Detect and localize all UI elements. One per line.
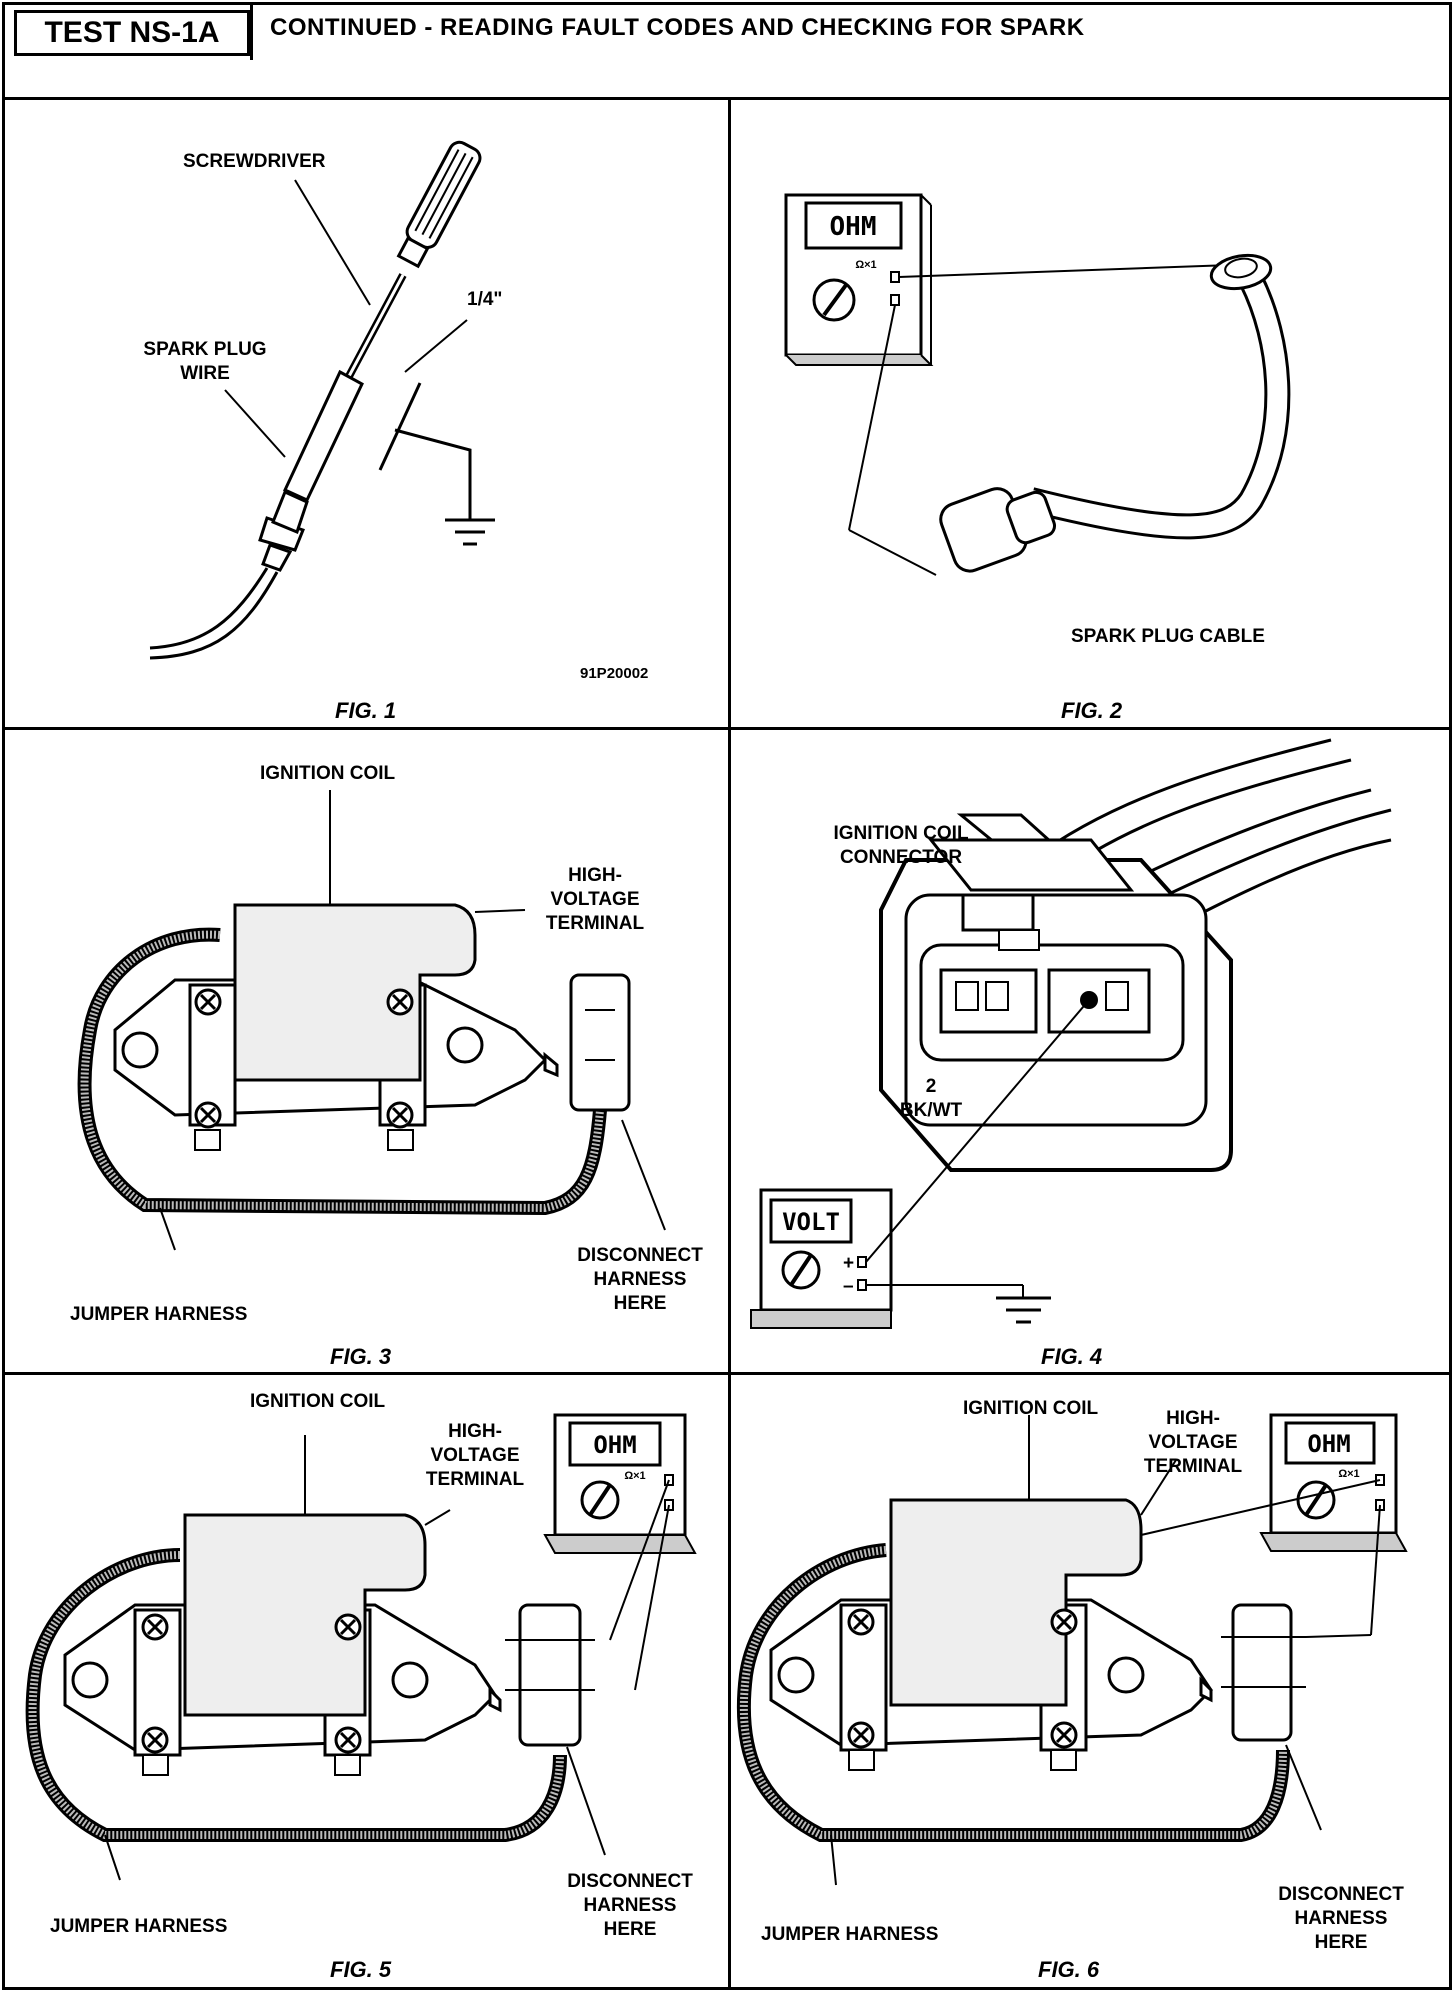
fig2-caption: FIG. 2: [1061, 698, 1123, 723]
test-id-box: TEST NS-1A: [14, 10, 250, 56]
fig5-hv-label: HIGH- VOLTAGE TERMINAL: [425, 1421, 525, 1490]
fig5-range-text: Ω×1: [624, 1470, 645, 1482]
grid-row2-divider: [5, 1372, 1451, 1375]
fig5-disconnect-label: DISCONNECT HARNESS HERE: [567, 1871, 693, 1940]
fig1-panel: SCREWDRIVER 1/4" SPARK PLUG WIRE 91P2000…: [5, 100, 728, 727]
fig6-caption: FIG. 6: [1038, 1957, 1100, 1982]
grid-center-divider: [728, 100, 731, 1988]
wire-leader: [224, 389, 286, 458]
fig6-coil-label: IGNITION COIL: [963, 1398, 1099, 1419]
fig5-coil-label: IGNITION COIL: [250, 1391, 386, 1412]
fig4-minus-label: –: [843, 1276, 854, 1297]
test-id: TEST NS-1A: [44, 16, 220, 49]
fig6-drawing: OHM Ω×1: [736, 1413, 1408, 1886]
fig6-range-text: Ω×1: [1338, 1468, 1359, 1480]
fig3-hv-label: HIGH- VOLTAGE TERMINAL: [545, 865, 645, 934]
fig4-plus-label: +: [843, 1253, 855, 1274]
fig5-panel: OHM Ω×1 IGNITION COIL HIGH- VOLTAGE TERM…: [5, 1375, 728, 1988]
header-rule: [5, 97, 1451, 100]
page-title: CONTINUED - READING FAULT CODES AND CHEC…: [270, 14, 1085, 41]
screwdriver-handle: [396, 140, 482, 269]
fig6-disconnect-label: DISCONNECT HARNESS HERE: [1278, 1884, 1404, 1953]
ignition-coil: [233, 903, 477, 1082]
fig6-jumper-label: JUMPER HARNESS: [761, 1924, 939, 1945]
fig4-caption: FIG. 4: [1041, 1344, 1103, 1369]
spark-plug-wire-label: SPARK PLUG WIRE: [143, 339, 267, 384]
ohmmeter-icon: [1259, 1413, 1408, 1552]
fig5-meter-text: OHM: [593, 1431, 636, 1459]
fig5-drawing: OHM Ω×1: [25, 1413, 697, 1881]
harness-connector: [569, 973, 631, 1112]
gap-label: 1/4": [467, 289, 503, 310]
fig3-jumper-label: JUMPER HARNESS: [70, 1304, 248, 1325]
fig1-caption: FIG. 1: [335, 698, 397, 723]
fig3-coil-label: IGNITION COIL: [260, 763, 396, 784]
fig4-drawing: VOLT: [750, 738, 1392, 1329]
fig2-meter-text: OHM: [830, 212, 877, 242]
header-divider: [250, 5, 253, 60]
fig4-meter-text: VOLT: [782, 1208, 840, 1236]
fig6-panel: OHM Ω×1 IGNITION COIL HIGH- VOLTAGE TERM…: [731, 1375, 1451, 1988]
fig2-range-text: Ω×1: [855, 259, 876, 271]
fig5-caption: FIG. 5: [330, 1957, 392, 1982]
fig6-meter-text: OHM: [1307, 1430, 1350, 1458]
fig3-caption: FIG. 3: [330, 1344, 392, 1369]
fig2-drawing: OHM Ω×1: [784, 193, 1291, 576]
fig1-drawing: [149, 140, 495, 660]
gap-leader: [404, 319, 468, 373]
ohmmeter-icon: [543, 1413, 697, 1554]
fig3-disconnect-label: DISCONNECT HARNESS HERE: [577, 1245, 703, 1314]
fig1-code: 91P20002: [580, 665, 649, 682]
fig4-pin-label: 2 BK/WT: [899, 1076, 963, 1121]
spark-plug-cable-label: SPARK PLUG CABLE: [1071, 626, 1265, 647]
fig5-jumper-label: JUMPER HARNESS: [50, 1916, 228, 1937]
grid-row1-divider: [5, 727, 1451, 730]
ignition-coil: [183, 1513, 427, 1717]
ignition-coil: [889, 1498, 1143, 1707]
screwdriver-label: SCREWDRIVER: [183, 151, 326, 172]
fig3-drawing: [77, 790, 666, 1251]
fig2-panel: OHM Ω×1 SPARK PLUG CABLE FIG. 2: [731, 100, 1451, 727]
voltmeter-icon: [750, 1188, 893, 1329]
fig4-connector-label: IGNITION COIL CONNECTOR: [833, 823, 969, 868]
fig4-panel: VOLT IGNITION COIL CONNECTOR 2 BK/WT + –…: [731, 730, 1451, 1372]
screwdriver-leader: [294, 179, 371, 306]
fig6-hv-label: HIGH- VOLTAGE TERMINAL: [1143, 1408, 1243, 1477]
ohmmeter-icon: [784, 193, 934, 366]
fig3-panel: IGNITION COIL HIGH- VOLTAGE TERMINAL DIS…: [5, 730, 728, 1372]
